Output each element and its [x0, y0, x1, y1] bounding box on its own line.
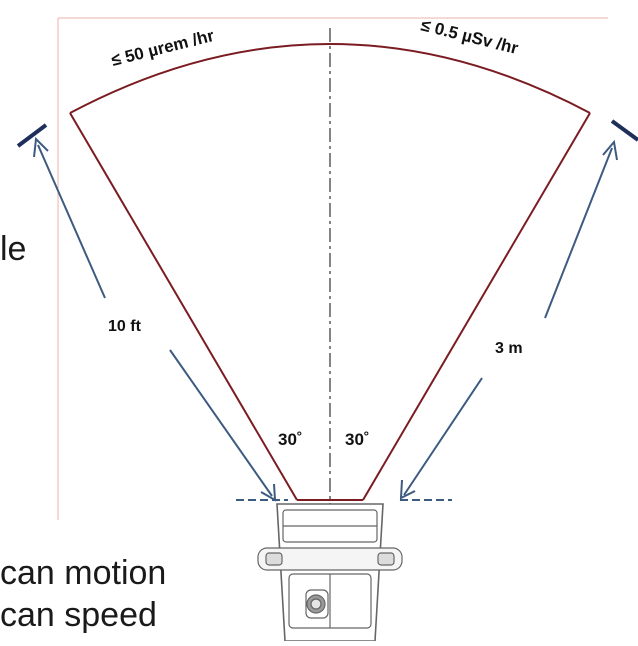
arrowhead-left-top [33, 136, 49, 158]
distance-metric-label: 3 m [495, 340, 523, 357]
fan-edge-right [362, 112, 591, 501]
background-text-le: le [0, 230, 27, 268]
scanner-handle-grip-right [377, 552, 395, 566]
scanner-device [257, 503, 403, 642]
dimension-arrow-right-upper [544, 147, 613, 319]
dose-limit-metric-label: ≤ 0.5 µSv /hr [419, 15, 520, 58]
dimension-arrow-left-lower [169, 349, 273, 497]
background-text-motion: can motion [0, 554, 167, 592]
dose-limit-imperial-label: ≤ 50 µrem /hr [109, 26, 216, 70]
fan-arc [69, 43, 591, 114]
boundary-marker-left [16, 123, 48, 148]
scanner-handle-bar [257, 547, 403, 571]
fan-edge-left [69, 112, 298, 501]
arrowhead-right-top [602, 139, 618, 161]
arrowhead-right-bottom [399, 479, 416, 500]
angle-left-label: 30˚ [278, 430, 303, 449]
dimension-arrow-right-lower [403, 377, 483, 496]
scanner-handle-grip-left [265, 552, 283, 566]
arrowhead-left-bottom [260, 483, 277, 502]
boundary-marker-right [610, 119, 638, 142]
background-text-speed: can speed [0, 596, 157, 634]
angle-right-label: 30˚ [345, 430, 370, 449]
dimension-arrow-left-upper [37, 144, 106, 299]
scanner-wheel-inner [310, 598, 322, 610]
distance-imperial-label: 10 ft [108, 318, 142, 335]
scanner-sensor [305, 589, 329, 619]
